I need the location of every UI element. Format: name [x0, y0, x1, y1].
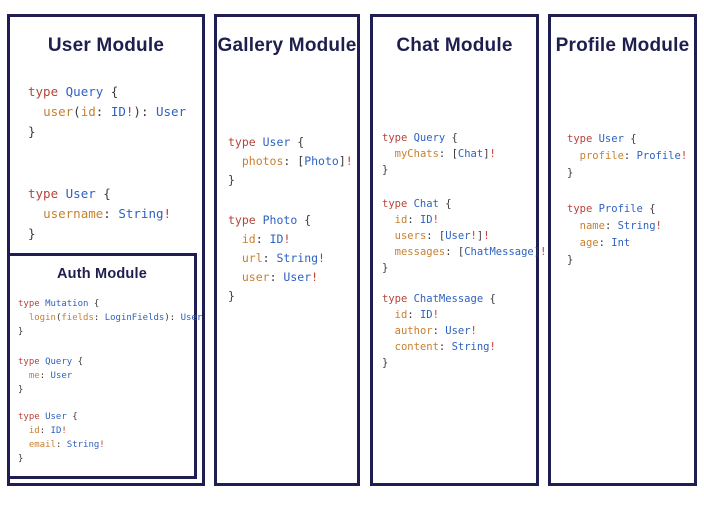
user-module-title: User Module — [47, 35, 165, 56]
code-block: type User { id: ID! email: String!} — [18, 412, 105, 464]
chat-module-title: Chat Module — [396, 35, 513, 56]
code-block: type Query { me: User} — [18, 357, 84, 395]
code-block: type Query { myChats: [Chat]!} — [382, 132, 496, 176]
code-block: type Profile { name: String! age: Int} — [567, 203, 662, 266]
code-block: type Photo { id: ID! url: String! user: … — [228, 213, 325, 303]
profile-module-title: Profile Module — [555, 35, 690, 56]
chat-module-panel: Chat Module type Query { myChats: [Chat]… — [370, 14, 547, 486]
code-block: type User { photos: [Photo]!} — [228, 135, 353, 187]
code-block: type User { username: String!} — [28, 186, 172, 241]
gallery-module-title: Gallery Module — [217, 35, 357, 56]
gallery-module-panel: Gallery Module type User { photos: [Phot… — [214, 14, 360, 486]
code-block: type ChatMessage { id: ID! author: User!… — [382, 293, 496, 369]
code-block: type Query { user(id: ID!): User} — [28, 84, 187, 139]
code-block: type Mutation { login(fields: LoginField… — [18, 299, 203, 337]
auth-module-panel: Auth Module type Mutation { login(fields… — [7, 253, 203, 479]
auth-module-title: Auth Module — [57, 266, 147, 282]
profile-module-panel: Profile Module type User { profile: Prof… — [548, 14, 697, 486]
code-block: type User { profile: Profile!} — [567, 133, 688, 179]
code-block: type Chat { id: ID! users: [User!]! mess… — [382, 198, 547, 274]
